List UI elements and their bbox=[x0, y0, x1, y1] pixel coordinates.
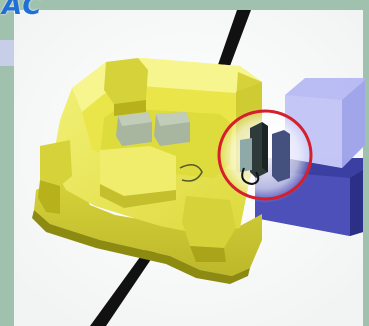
left-edge-patch bbox=[0, 40, 14, 66]
banner-logo-text: AC bbox=[2, 0, 42, 21]
